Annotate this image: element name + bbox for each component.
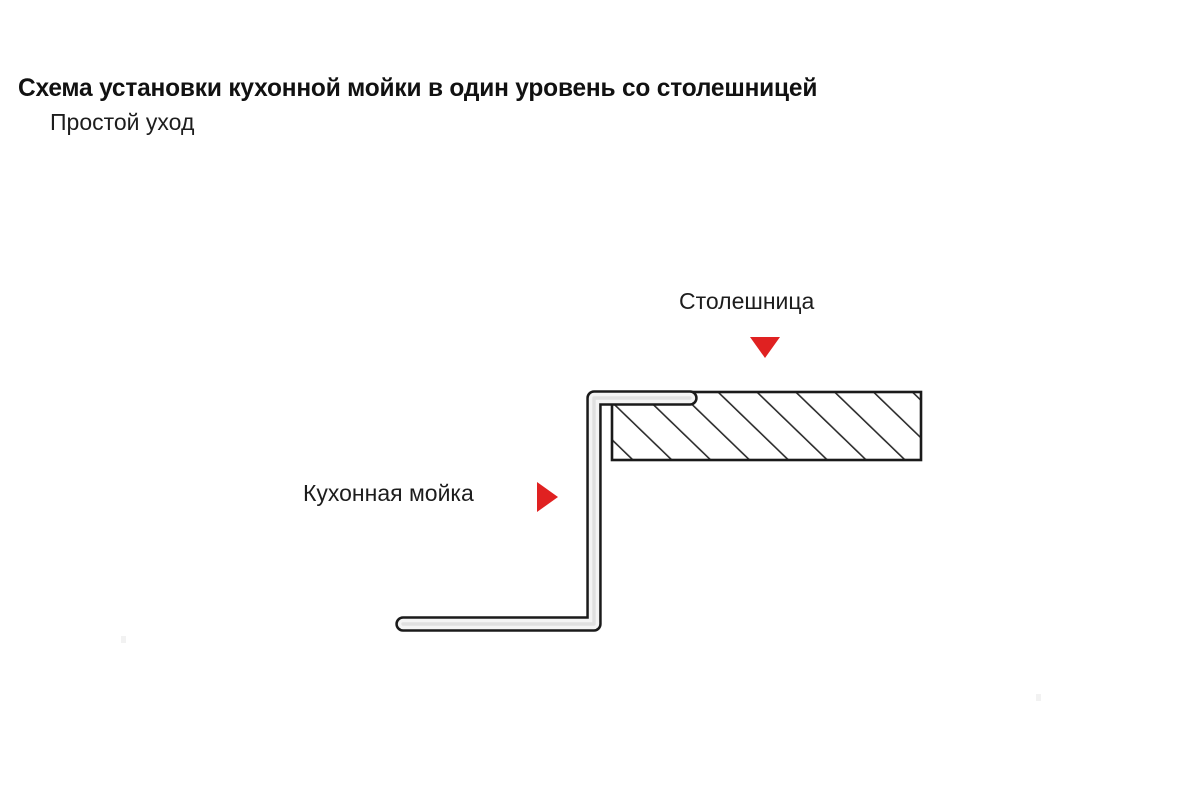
scan-artifact [121, 636, 126, 643]
label-sink: Кухонная мойка [303, 480, 474, 506]
countertop-outline [610, 390, 923, 462]
page-subtitle: Простой уход [50, 109, 195, 135]
triangle-right-icon [537, 482, 558, 512]
sink-profile [395, 390, 698, 632]
page-title: Схема установки кухонной мойки в один ур… [18, 74, 818, 102]
scan-artifact [1036, 694, 1041, 701]
sink-band-shading [401, 396, 692, 626]
label-countertop: Столешница [679, 288, 815, 314]
triangle-down-icon [750, 337, 780, 358]
